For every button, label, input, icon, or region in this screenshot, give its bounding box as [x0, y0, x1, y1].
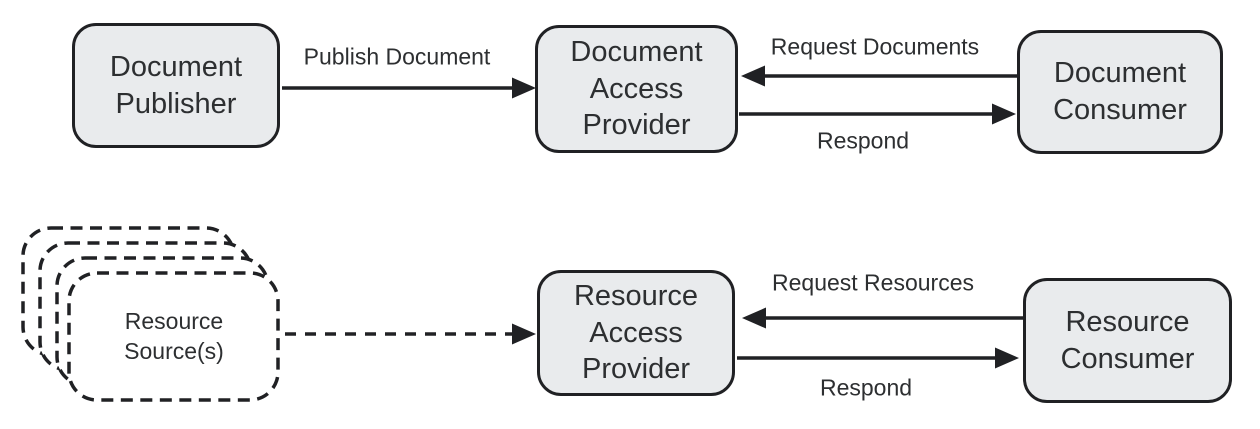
request-resources-arrow-label: Request Resources	[772, 269, 974, 296]
request-documents-arrow	[741, 65, 1017, 87]
resource-sources-stack	[21, 226, 280, 402]
respond-resources-arrow	[737, 347, 1019, 369]
document-publisher-node: Document Publisher	[72, 23, 280, 148]
publish-document-arrow	[282, 77, 536, 99]
request-resources-arrow	[742, 307, 1023, 329]
resource-source-card-front	[67, 271, 280, 402]
request-documents-arrow-label: Request Documents	[770, 33, 980, 60]
document-consumer-node: Document Consumer	[1017, 30, 1223, 154]
document-access-provider-node: Document Access Provider	[535, 25, 738, 153]
resource-consumer-node: Resource Consumer	[1023, 278, 1232, 403]
publish-document-arrow-label: Publish Document	[303, 43, 491, 70]
respond-resources-arrow-label: Respond	[819, 374, 913, 401]
resource-source-dashed-arrow	[285, 323, 536, 345]
respond-documents-arrow-label: Respond	[816, 127, 910, 154]
resource-sources-label: Resource Source(s)	[124, 308, 224, 364]
resource-access-provider-node: Resource Access Provider	[537, 270, 735, 396]
respond-documents-arrow	[739, 103, 1016, 125]
